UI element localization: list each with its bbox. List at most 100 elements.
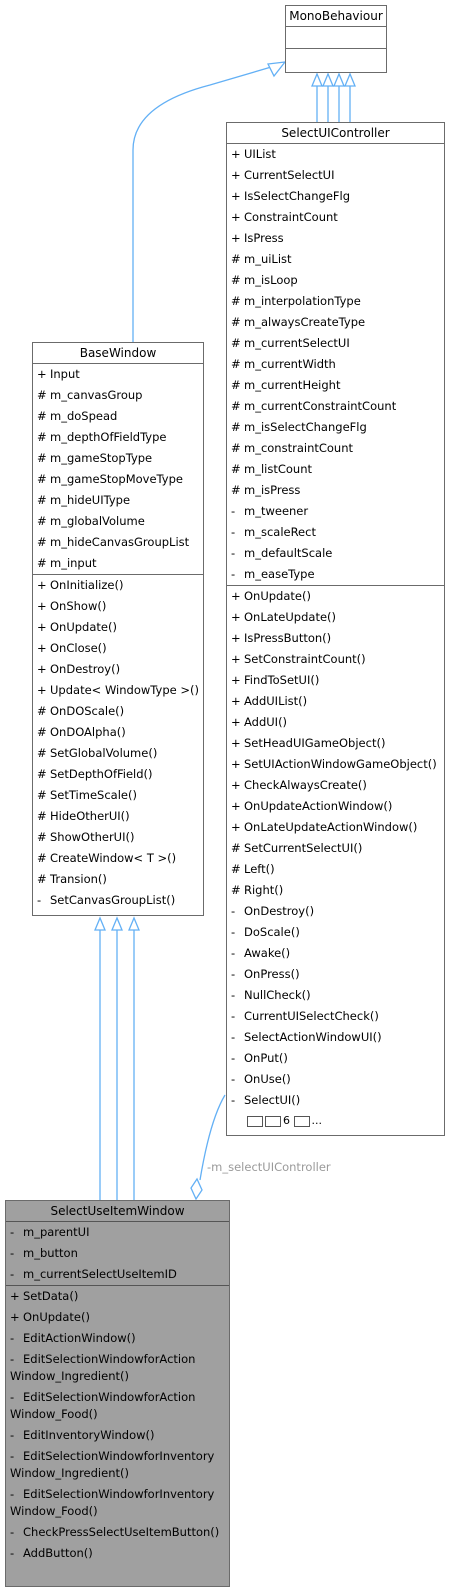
member-row: +CurrentSelectUI [227, 165, 444, 186]
class-methods: +OnUpdate()+OnLateUpdate()+IsPressButton… [227, 586, 444, 1133]
member-name: OnClose() [50, 641, 107, 655]
member-name: m_uiList [244, 252, 292, 266]
member-name: m_interpolationType [244, 294, 361, 308]
member-row: #m_gameStopMoveType [33, 469, 203, 490]
member-row: +OnShow() [33, 596, 203, 617]
visibility-marker: - [10, 1225, 15, 1239]
visibility-marker: - [231, 1093, 236, 1107]
member-row: #m_depthOfFieldType [33, 427, 203, 448]
more-suffix: ... [311, 1114, 323, 1127]
class-title: SelectUseItemWindow [6, 1201, 229, 1222]
member-row: +CheckAlwaysCreate() [227, 775, 444, 796]
member-name: m_easeType [244, 567, 315, 581]
member-name: m_defaultScale [244, 546, 333, 560]
member-row: #SetCurrentSelectUI() [227, 838, 444, 859]
visibility-marker: + [37, 641, 47, 655]
visibility-marker: # [37, 809, 47, 823]
member-row: #m_uiList [227, 249, 444, 270]
visibility-marker: + [231, 231, 241, 245]
member-row: -m_currentSelectUseItemID [6, 1264, 229, 1285]
member-row: +UIList [227, 144, 444, 165]
visibility-marker: # [37, 788, 47, 802]
class-title: SelectUIController [227, 123, 444, 144]
member-row: +SetHeadUIGameObject() [227, 733, 444, 754]
member-name: CurrentSelectUI [244, 168, 335, 182]
visibility-marker: + [231, 799, 241, 813]
member-row: -EditActionWindow() [6, 1328, 229, 1349]
member-name: CheckAlwaysCreate() [244, 778, 367, 792]
visibility-marker: - [37, 893, 42, 907]
visibility-marker: # [231, 378, 241, 392]
member-row: #m_currentSelectUI [227, 333, 444, 354]
inherit-edge-base-mono [132, 64, 279, 342]
visibility-marker: # [37, 704, 47, 718]
member-row: #m_currentWidth [227, 354, 444, 375]
visibility-marker: # [231, 462, 241, 476]
member-name: AddUI() [244, 715, 288, 729]
member-row: #m_isPress [227, 480, 444, 501]
member-name: NullCheck() [244, 988, 311, 1002]
inherit-arrow-ctrl-mono-4 [344, 72, 356, 87]
visibility-marker: # [231, 273, 241, 287]
member-name: m_currentConstraintCount [244, 399, 397, 413]
member-name: EditActionWindow() [23, 1331, 136, 1345]
more-count: 6 [283, 1114, 290, 1127]
member-row: +AddUI() [227, 712, 444, 733]
member-name: m_gameStopMoveType [50, 472, 183, 486]
member-name: OnDestroy() [50, 662, 121, 676]
member-name: SetUIActionWindowGameObject() [244, 757, 437, 771]
member-name: CheckPressSelectUseItemButton() [23, 1525, 220, 1539]
member-name: m_button [23, 1246, 78, 1260]
member-row: -Awake() [227, 943, 444, 964]
member-name: m_parentUI [23, 1225, 90, 1239]
member-row: -DoScale() [227, 922, 444, 943]
class-attributes: -m_parentUI-m_button-m_currentSelectUseI… [6, 1222, 229, 1286]
visibility-marker: # [37, 746, 47, 760]
member-name: IsPressButton() [244, 631, 332, 645]
member-row: -CurrentUISelectCheck() [227, 1006, 444, 1027]
member-name: UIList [244, 147, 276, 161]
member-name: SetCanvasGroupList() [50, 893, 176, 907]
visibility-marker: + [231, 631, 241, 645]
visibility-marker: + [231, 210, 241, 224]
member-name: Transion() [50, 872, 107, 886]
member-name: SetConstraintCount() [244, 652, 366, 666]
class-title: BaseWindow [33, 343, 203, 364]
member-name: m_canvasGroup [50, 388, 143, 402]
member-row: #m_globalVolume [33, 511, 203, 532]
member-name: m_isLoop [244, 273, 298, 287]
member-name: m_hideCanvasGroupList [50, 535, 190, 549]
composition-diamond [190, 1177, 203, 1201]
visibility-marker: # [231, 883, 241, 897]
member-row: -OnDestroy() [227, 901, 444, 922]
visibility-marker: - [10, 1352, 15, 1366]
inherit-arrow-ctrl-mono-2 [322, 72, 334, 87]
visibility-marker: + [37, 662, 47, 676]
visibility-marker: # [231, 420, 241, 434]
member-name: Input [50, 367, 80, 381]
visibility-marker: # [37, 493, 47, 507]
member-name: IsPress [244, 231, 284, 245]
member-name: m_depthOfFieldType [50, 430, 167, 444]
member-row: -m_easeType [227, 564, 444, 585]
visibility-marker: - [231, 525, 236, 539]
visibility-marker: # [231, 399, 241, 413]
member-name: m_currentSelectUseItemID [23, 1267, 177, 1281]
member-name: CurrentUISelectCheck() [244, 1009, 379, 1023]
member-row: #m_currentHeight [227, 375, 444, 396]
visibility-marker: + [37, 578, 47, 592]
member-name: m_constraintCount [244, 441, 354, 455]
member-row: -OnUse() [227, 1069, 444, 1090]
member-name: m_tweener [244, 504, 309, 518]
inherit-arrow-item-base-2 [111, 916, 123, 931]
visibility-marker: # [231, 841, 241, 855]
member-name: SetTimeScale() [50, 788, 137, 802]
member-row: -m_scaleRect [227, 522, 444, 543]
member-name: SetCurrentSelectUI() [244, 841, 363, 855]
member-row: +IsSelectChangeFlg [227, 186, 444, 207]
member-row: +OnUpdateActionWindow() [227, 796, 444, 817]
member-row: -SelectUI() [227, 1090, 444, 1111]
member-name: OnPut() [244, 1051, 288, 1065]
member-row: #m_doSpead [33, 406, 203, 427]
